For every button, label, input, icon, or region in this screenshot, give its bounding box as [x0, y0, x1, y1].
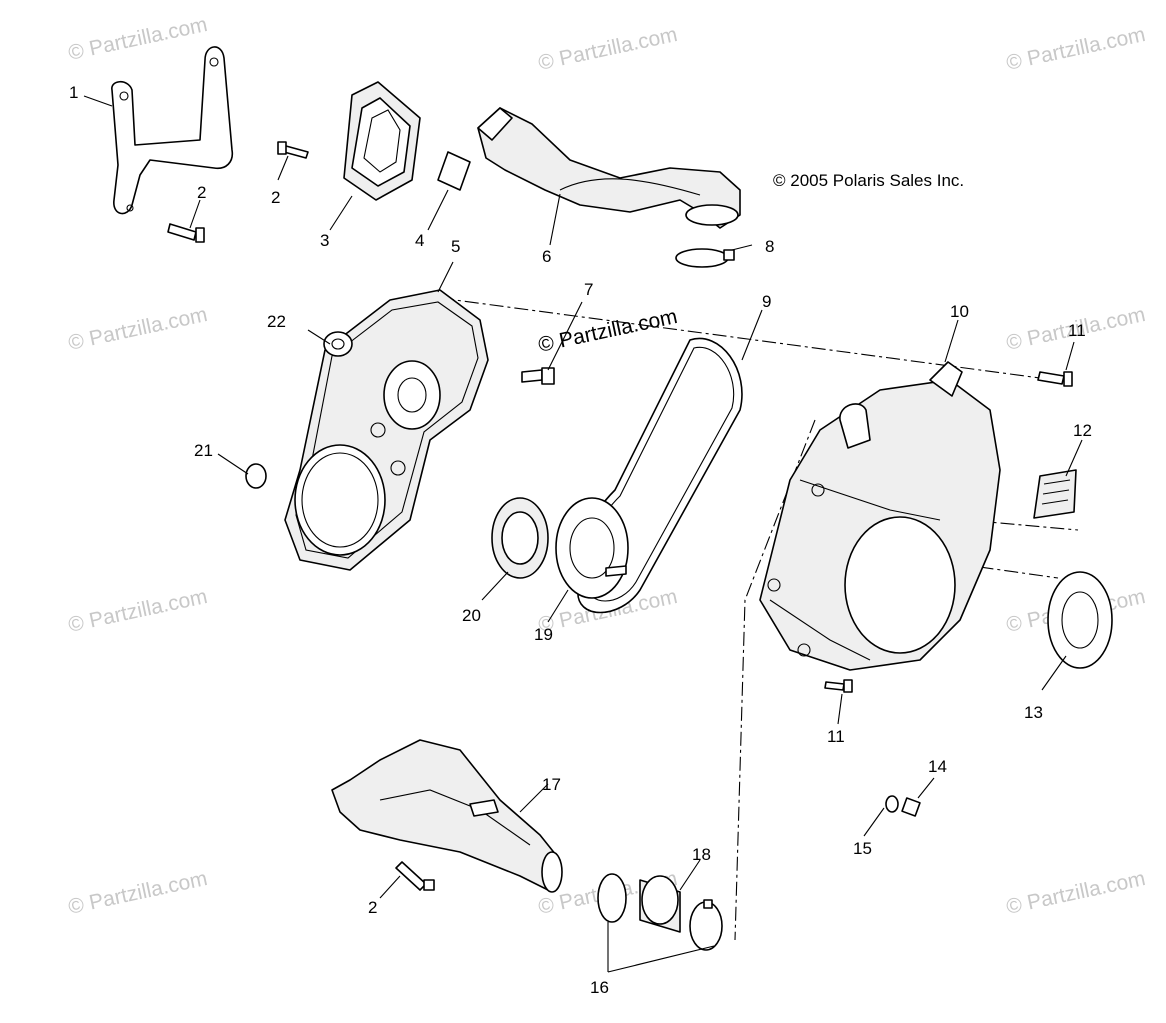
- callout-21: 21: [194, 441, 213, 460]
- callout-2: 2: [368, 898, 377, 917]
- callout-4: 4: [415, 231, 424, 250]
- watermark: © Partzilla.com: [536, 23, 679, 75]
- watermark: © Partzilla.com: [66, 303, 209, 355]
- callout-5: 5: [451, 237, 460, 256]
- part-plate: [555, 497, 629, 599]
- part-screw: [824, 679, 853, 693]
- callout-17: 17: [542, 775, 561, 794]
- callout-15: 15: [853, 839, 872, 858]
- callout-11: 11: [1068, 321, 1086, 340]
- part-seal: [491, 497, 549, 579]
- part-ring: [1047, 571, 1113, 669]
- callout-16: 16: [590, 978, 609, 997]
- part-decal: [1033, 469, 1077, 519]
- callout-20: 20: [462, 606, 481, 625]
- callouts: 1 2 2 3 4 5 6 7 8 9 10 11 12 13 11 14 15…: [69, 83, 1092, 997]
- part-outlet-duct: [331, 739, 563, 893]
- callout-9: 9: [762, 292, 771, 311]
- part-gasket: [437, 151, 471, 191]
- watermark: © Partzilla.com: [66, 13, 209, 65]
- part-clamp: [597, 873, 627, 923]
- part-washer: [885, 795, 899, 813]
- copyright-text: © 2005 Polaris Sales Inc.: [773, 171, 964, 190]
- callout-1: 1: [69, 83, 78, 102]
- part-clamp: [689, 899, 723, 951]
- watermark: © Partzilla.com: [1004, 23, 1147, 75]
- callout-7: 7: [584, 280, 593, 299]
- part-bolt: [167, 223, 205, 243]
- part-plug: [245, 463, 267, 489]
- callout-6: 6: [542, 247, 551, 266]
- callout-10: 10: [950, 302, 969, 321]
- part-grommet: [323, 331, 353, 357]
- part-inner-cover: [284, 289, 489, 571]
- part-clamp: [675, 248, 735, 268]
- watermark: © Partzilla.com: [66, 867, 209, 919]
- part-outer-cover: [759, 361, 1001, 671]
- part-intake-duct: [477, 107, 741, 229]
- part-intake-boot: [343, 81, 421, 201]
- callout-19: 19: [534, 625, 553, 644]
- part-bolt: [277, 141, 309, 159]
- part-screw: [521, 367, 555, 385]
- center-watermark: © Partzilla.com: [536, 305, 679, 357]
- watermark: © Partzilla.com: [1004, 867, 1147, 919]
- callout-13: 13: [1024, 703, 1043, 722]
- part-nut: [901, 797, 921, 817]
- watermark: © Partzilla.com: [66, 585, 209, 637]
- callout-8: 8: [765, 237, 774, 256]
- callout-12: 12: [1073, 421, 1092, 440]
- callout-14: 14: [928, 757, 947, 776]
- part-screw: [1037, 371, 1073, 387]
- part-bolt: [395, 861, 435, 891]
- leader-lines: [83, 95, 1083, 973]
- callout-2: 2: [271, 188, 280, 207]
- callout-18: 18: [692, 845, 711, 864]
- callout-3: 3: [320, 231, 329, 250]
- callout-11: 11: [827, 727, 845, 746]
- part-bracket: [111, 46, 234, 215]
- callout-22: 22: [267, 312, 286, 331]
- part-coupler: [639, 875, 681, 933]
- callout-2: 2: [197, 183, 206, 202]
